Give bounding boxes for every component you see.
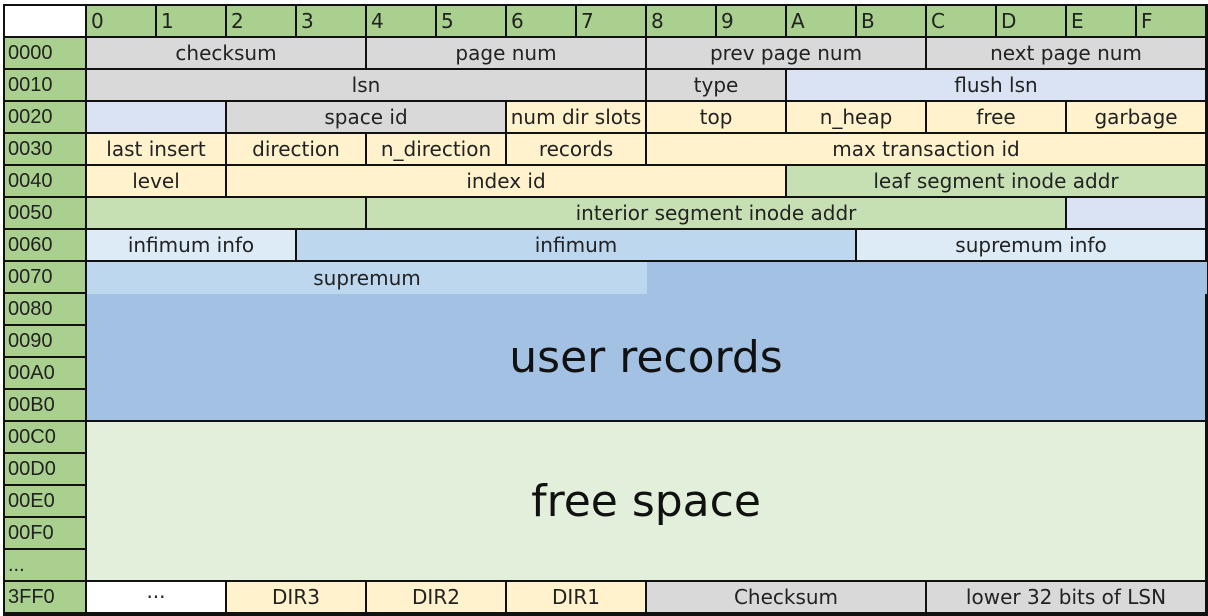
row-address: 00F0 <box>5 518 87 550</box>
column-header: F <box>1137 6 1207 38</box>
field-unused <box>87 102 227 134</box>
field-interior-segment-inode-addr: interior segment inode addr <box>367 198 1067 230</box>
row-address: 00D0 <box>5 454 87 486</box>
field-dir2: DIR2 <box>367 582 507 614</box>
field-unused <box>87 198 367 230</box>
field-page-num: page num <box>367 38 647 70</box>
corner-cell <box>5 6 87 38</box>
row-address: 0000 <box>5 38 87 70</box>
field-flush-lsn: flush lsn <box>787 70 1207 102</box>
row-address: 0030 <box>5 134 87 166</box>
row-address: 00C0 <box>5 422 87 454</box>
row-address: 00B0 <box>5 390 87 422</box>
column-header: 0 <box>87 6 157 38</box>
field-dir1: DIR1 <box>507 582 647 614</box>
row-address: 0070 <box>5 262 87 294</box>
field-n-direction: n_direction <box>367 134 507 166</box>
column-header: C <box>927 6 997 38</box>
field-n-heap: n_heap <box>787 102 927 134</box>
field-next-page-num: next page num <box>927 38 1207 70</box>
row-address: 0080 <box>5 294 87 326</box>
field-dir3: DIR3 <box>227 582 367 614</box>
field-supremum-info: supremum info <box>857 230 1207 262</box>
field-leaf-segment-inode-addr: leaf segment inode addr <box>787 166 1207 198</box>
row-address: 00A0 <box>5 358 87 390</box>
column-header: 3 <box>297 6 367 38</box>
field-type: type <box>647 70 787 102</box>
field-checksum: checksum <box>87 38 367 70</box>
column-header: E <box>1067 6 1137 38</box>
row-address: ... <box>5 550 87 582</box>
field-max-transaction-id: max transaction id <box>647 134 1207 166</box>
field-lower-32-bits-of-lsn: lower 32 bits of LSN <box>927 582 1207 614</box>
field-top: top <box>647 102 787 134</box>
field-checksum: Checksum <box>647 582 927 614</box>
field-infimum: infimum <box>297 230 857 262</box>
row-address: 0090 <box>5 326 87 358</box>
field-direction: direction <box>227 134 367 166</box>
column-header: 7 <box>577 6 647 38</box>
field-infimum-info: infimum info <box>87 230 297 262</box>
field-unused <box>647 262 1207 294</box>
row-address: 0060 <box>5 230 87 262</box>
row-address: 0020 <box>5 102 87 134</box>
field-prev-page-num: prev page num <box>647 38 927 70</box>
field-num-dir-slots: num dir slots <box>507 102 647 134</box>
column-header: 1 <box>157 6 227 38</box>
row-address: 0050 <box>5 198 87 230</box>
row-address: 0010 <box>5 70 87 102</box>
field-lsn: lsn <box>87 70 647 102</box>
column-header: D <box>997 6 1067 38</box>
column-header: 8 <box>647 6 717 38</box>
column-header: 2 <box>227 6 297 38</box>
field-user-records: user records <box>87 294 1207 422</box>
column-header: 4 <box>367 6 437 38</box>
field-level: level <box>87 166 227 198</box>
field-free-space: free space <box>87 422 1207 582</box>
column-header: B <box>857 6 927 38</box>
field-free: free <box>927 102 1067 134</box>
field-index-id: index id <box>227 166 787 198</box>
column-header: 9 <box>717 6 787 38</box>
field-garbage: garbage <box>1067 102 1207 134</box>
field-: ··· <box>87 582 227 614</box>
field-unused <box>1067 198 1207 230</box>
field-last-insert: last insert <box>87 134 227 166</box>
field-records: records <box>507 134 647 166</box>
column-header: 6 <box>507 6 577 38</box>
row-address: 3FF0 <box>5 582 87 614</box>
column-header: 5 <box>437 6 507 38</box>
row-address: 00E0 <box>5 486 87 518</box>
field-supremum: supremum <box>87 262 647 294</box>
row-address: 0040 <box>5 166 87 198</box>
field-space-id: space id <box>227 102 507 134</box>
column-header: A <box>787 6 857 38</box>
